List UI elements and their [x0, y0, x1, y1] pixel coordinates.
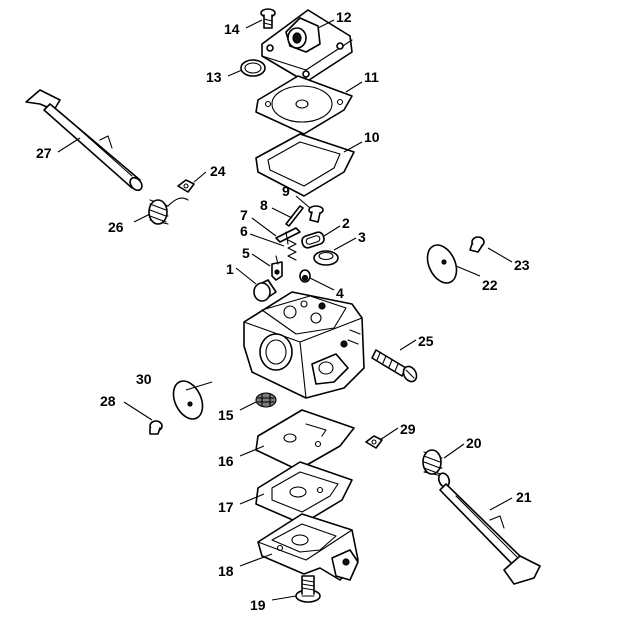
callout-9: 9	[282, 183, 290, 199]
part-26-spring[interactable]	[148, 197, 189, 225]
callout-30: 30	[136, 371, 152, 387]
callout-22: 22	[482, 277, 498, 293]
part-5-needle[interactable]	[271, 255, 283, 281]
callout-7: 7	[240, 207, 248, 223]
callout-5: 5	[242, 245, 250, 261]
part-13-o-ring[interactable]	[240, 59, 266, 77]
part-11-diaphragm[interactable]	[255, 75, 353, 135]
part-21-shaft[interactable]	[437, 472, 541, 585]
part-20-spring[interactable]	[422, 449, 443, 477]
callout-25: 25	[418, 333, 434, 349]
callout-20: 20	[466, 435, 482, 451]
part-2-seat[interactable]	[301, 231, 326, 249]
part-24-clip[interactable]	[177, 179, 195, 193]
part-28-screw[interactable]	[149, 420, 163, 435]
part-1-plug[interactable]	[253, 279, 277, 302]
part-22-plate[interactable]	[422, 240, 462, 287]
part-3-cap[interactable]	[313, 250, 339, 266]
callout-28: 28	[100, 393, 116, 409]
part-19-screw[interactable]	[295, 575, 321, 603]
part-12-cover[interactable]	[261, 9, 353, 83]
part-30-plate[interactable]	[168, 376, 208, 423]
part-16-gasket[interactable]	[255, 409, 355, 471]
callout-2: 2	[342, 215, 350, 231]
part-29-clip[interactable]	[365, 435, 383, 449]
part-18-pump-cover[interactable]	[257, 513, 359, 581]
part-4-valve[interactable]	[299, 269, 311, 283]
callout-1: 1	[226, 261, 234, 277]
part-25-adjusting-screw[interactable]	[371, 349, 419, 384]
part-10-gasket[interactable]	[255, 133, 355, 197]
part-17-diaphragm[interactable]	[255, 461, 353, 525]
callout-13: 13	[206, 69, 222, 85]
part-15-strainer[interactable]	[255, 392, 277, 408]
callout-10: 10	[364, 129, 380, 145]
callout-16: 16	[218, 453, 234, 469]
part-14-screw[interactable]	[260, 8, 276, 29]
callout-12: 12	[336, 9, 352, 25]
leader-lines	[57, 19, 513, 601]
part-8-pin[interactable]	[285, 205, 304, 227]
callout-11: 11	[364, 69, 379, 85]
callout-6: 6	[240, 223, 248, 239]
callout-24: 24	[210, 163, 226, 179]
callout-4: 4	[336, 285, 344, 301]
part-9-screw[interactable]	[308, 205, 324, 223]
callout-23: 23	[514, 257, 530, 273]
callout-3: 3	[358, 229, 366, 245]
callout-21: 21	[516, 489, 532, 505]
callout-17: 17	[218, 499, 234, 515]
part-7-lever[interactable]	[275, 227, 301, 245]
callout-labels: 1 2 3 4 5 6 7 8 9 10 11 12 13 14 15 16 1…	[36, 9, 532, 613]
callout-19: 19	[250, 597, 266, 613]
callout-18: 18	[218, 563, 234, 579]
callout-29: 29	[400, 421, 416, 437]
callout-8: 8	[260, 197, 268, 213]
callout-15: 15	[218, 407, 234, 423]
part-27-shaft[interactable]	[25, 89, 144, 193]
callout-26: 26	[108, 219, 124, 235]
callout-27: 27	[36, 145, 52, 161]
part-6-spring[interactable]	[287, 239, 297, 261]
carburetor-body[interactable]	[243, 291, 365, 399]
callout-14: 14	[224, 21, 240, 37]
part-23-screw[interactable]	[469, 236, 485, 253]
